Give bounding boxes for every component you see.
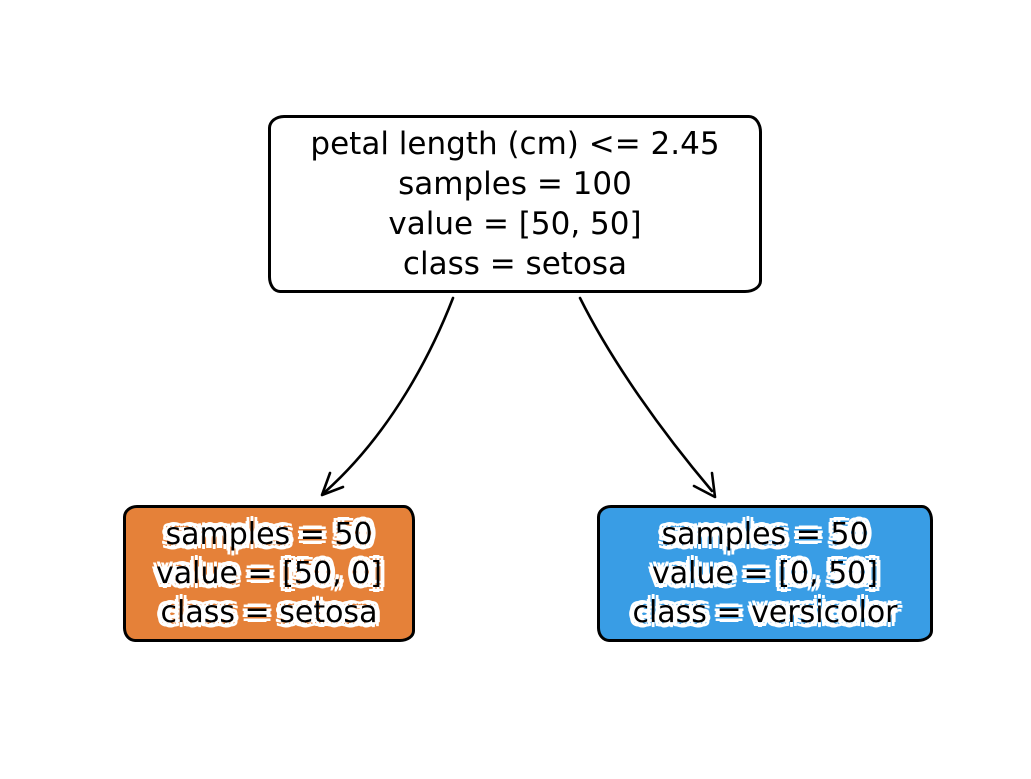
right-leaf-samples: samples = 50	[661, 517, 869, 552]
right-leaf-value: value = [0, 50]	[652, 556, 878, 591]
left-leaf-class: class = setosa	[160, 595, 378, 630]
tree-node-leaf-setosa: samples = 50 value = [50, 0] class = set…	[123, 505, 415, 642]
arrowhead-left-icon	[320, 471, 345, 497]
root-class: class = setosa	[402, 246, 628, 282]
tree-node-root: petal length (cm) <= 2.45 samples = 100 …	[268, 115, 762, 293]
left-leaf-samples: samples = 50	[165, 517, 373, 552]
root-split-condition: petal length (cm) <= 2.45	[310, 126, 720, 162]
left-leaf-value: value = [50, 0]	[156, 556, 382, 591]
right-leaf-class: class = versicolor	[632, 595, 898, 630]
arrowhead-right-icon	[692, 471, 717, 499]
root-value: value = [50, 50]	[388, 206, 642, 242]
edge-root-to-right	[578, 296, 714, 493]
edge-root-to-left	[323, 296, 455, 494]
root-samples: samples = 100	[398, 166, 632, 202]
tree-node-leaf-versicolor: samples = 50 value = [0, 50] class = ver…	[597, 505, 933, 642]
